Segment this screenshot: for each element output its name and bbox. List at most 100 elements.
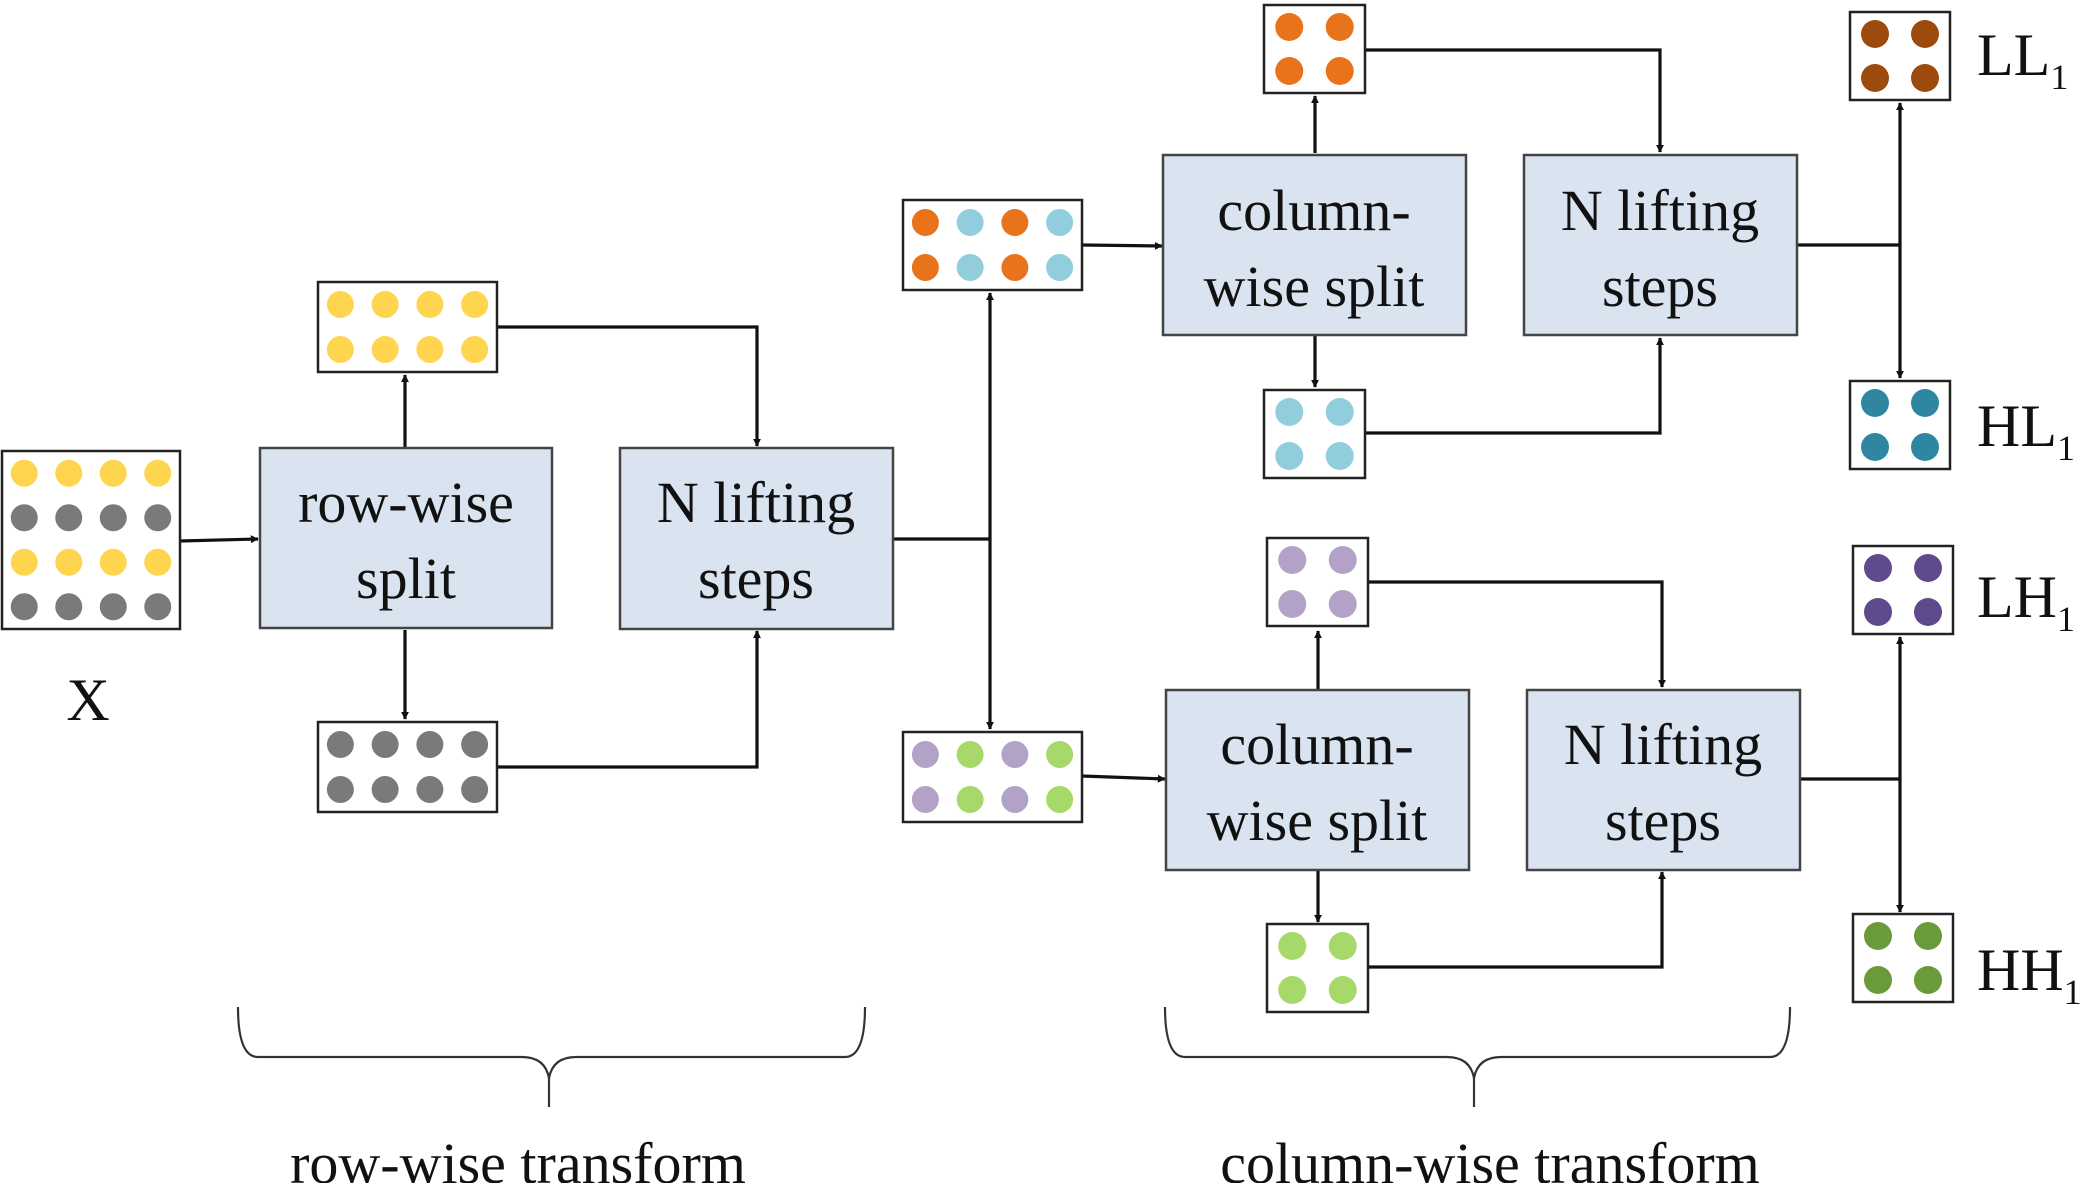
matrix-dot [326,336,354,363]
matrix-dot [1046,254,1074,281]
matrix-dot [1911,389,1939,417]
row-lift-line-2: steps [698,546,814,611]
matrix-dot [1046,741,1074,768]
matrix-dot [1911,20,1939,48]
matrix-bottom-odd [1265,922,1370,1014]
row-wise-split-block: row-wise split [258,446,554,630]
arrow-bottom-even-to-lift [1368,580,1666,688]
col-lifting-top-block: N lifting steps [1522,153,1799,337]
matrix-LH [1851,544,1955,636]
arrow-H-to-col-split-bottom [1081,774,1166,783]
col-split-top-line-1: column- [1217,178,1410,243]
matrix-dot [1278,590,1307,618]
matrix-dot [1328,546,1357,574]
matrix-dot [1275,442,1304,470]
matrix-dot [55,504,83,532]
col-lift-bottom-line-1: N lifting [1564,712,1762,777]
matrix-dot [1864,966,1892,994]
matrix-dot [144,459,172,487]
matrix-dot [10,593,38,621]
matrix-dot [1278,976,1307,1004]
matrix-dot [461,731,489,758]
matrix-dot [1275,13,1304,41]
col-lifting-bottom-block: N lifting steps [1525,688,1802,872]
matrix-dot [1864,922,1892,950]
col-lift-top-line-2: steps [1602,254,1718,319]
matrix-top-odd [1262,388,1367,480]
arrow-bottom-odd-to-lift [1368,871,1666,969]
row-lift-line-1: N lifting [657,470,855,535]
matrix-dot [911,786,939,813]
output-label-HH: HH1 [1977,937,2082,1012]
matrix-dot [1861,389,1889,417]
col-split-top-block: column- wise split [1161,153,1468,337]
arrow-top-even-to-lift [1365,48,1664,153]
matrix-dot [416,776,444,803]
matrix-row-odd [316,720,499,814]
matrix-dot [326,776,354,803]
matrix-dot [1914,922,1942,950]
row-lifting-block: N lifting steps [618,446,895,631]
matrix-dot [1864,554,1892,582]
matrix-L [901,198,1084,292]
matrix-dot [956,741,984,768]
row-split-line-1: row-wise [298,470,514,535]
matrix-dot [416,731,444,758]
row-split-line-2: split [356,546,456,611]
matrix-dot [10,459,38,487]
column-transform-label: column-wise transform [1220,1131,1760,1183]
col-lift-top-line-1: N lifting [1561,178,1759,243]
output-label-HL: HL1 [1977,393,2075,468]
arrow-input-to-row-split [179,535,259,544]
matrix-dot [371,336,399,363]
matrix-dot [326,731,354,758]
matrix-dot [1328,590,1357,618]
matrix-dot [1911,64,1939,92]
matrix-dot [1046,786,1074,813]
arrow-L-to-col-split-top [1081,241,1163,250]
matrix-LL [1848,10,1952,102]
row-transform-label: row-wise transform [290,1131,746,1183]
matrix-dot [956,786,984,813]
arrow-even-to-lift [497,325,761,447]
matrix-dot [461,776,489,803]
matrix-dot [144,504,172,532]
output-label-LL: LL1 [1977,22,2068,97]
matrix-dot [55,548,83,576]
col-lift-bottom-line-2: steps [1605,788,1721,853]
matrix-dot [99,504,127,532]
matrix-dot [416,291,444,318]
matrix-dot [1001,254,1029,281]
matrix-dot [1001,741,1029,768]
arrow-odd-to-lift [497,630,761,769]
matrix-input [0,449,182,631]
matrix-bottom-even [1265,536,1370,628]
matrix-dot [10,548,38,576]
matrix-dot [461,291,489,318]
matrix-dot [1325,57,1354,85]
matrix-dot [1001,786,1029,813]
matrix-dot [1914,598,1942,626]
matrix-dot [1046,209,1074,236]
matrix-dot [144,548,172,576]
matrix-dot [99,459,127,487]
matrix-dot [55,459,83,487]
matrix-dot [1861,64,1889,92]
matrix-HH [1851,912,1955,1004]
matrix-dot [1278,546,1307,574]
matrix-row-even [316,280,499,374]
matrix-dot [1001,209,1029,236]
matrix-dot [1275,57,1304,85]
col-split-bottom-line-2: wise split [1207,788,1428,853]
matrix-dot [144,593,172,621]
connectors [179,48,1904,969]
matrix-dot [1325,442,1354,470]
col-split-bottom-block: column- wise split [1164,688,1471,872]
matrix-dot [461,336,489,363]
column-transform-brace [1163,1006,1792,1079]
matrix-HL [1848,379,1952,471]
row-transform-brace [236,1006,867,1079]
input-label: X [66,667,109,733]
matrix-dot [371,731,399,758]
